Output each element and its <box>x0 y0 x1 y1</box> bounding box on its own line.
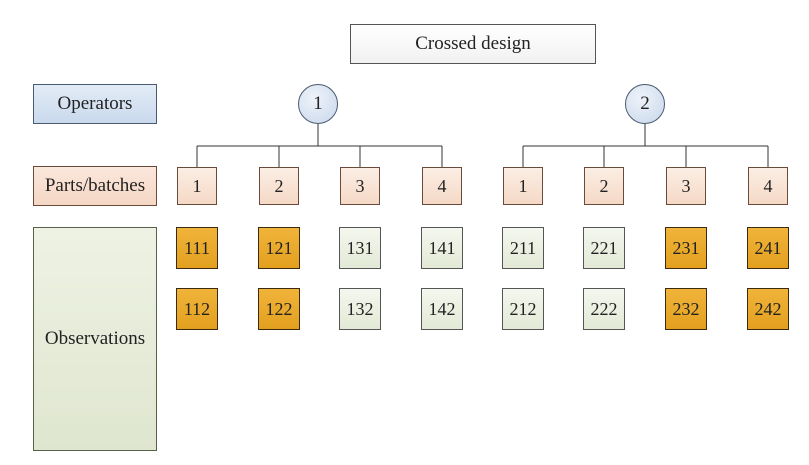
observation-cell: 141 <box>421 227 463 269</box>
observation-cell: 222 <box>583 288 625 330</box>
part-node: 1 <box>177 167 217 205</box>
observation-cell: 142 <box>421 288 463 330</box>
part-node: 1 <box>503 167 543 205</box>
part-node: 2 <box>584 167 624 205</box>
observation-cell: 232 <box>665 288 707 330</box>
part-node: 4 <box>422 167 462 205</box>
parts-label: Parts/batches <box>33 166 157 206</box>
observation-cell: 112 <box>176 288 218 330</box>
observations-label: Observations <box>33 227 157 451</box>
observation-cell: 242 <box>747 288 789 330</box>
operator-node-2: 2 <box>625 84 665 124</box>
operator-node-1: 1 <box>298 84 338 124</box>
observation-cell: 221 <box>583 227 625 269</box>
operators-label: Operators <box>33 84 157 124</box>
observation-cell: 111 <box>176 227 218 269</box>
part-node: 3 <box>340 167 380 205</box>
observation-cell: 121 <box>258 227 300 269</box>
observation-cell: 211 <box>502 227 544 269</box>
observation-cell: 131 <box>339 227 381 269</box>
part-node: 3 <box>666 167 706 205</box>
observation-cell: 122 <box>258 288 300 330</box>
part-node: 2 <box>259 167 299 205</box>
part-node: 4 <box>748 167 788 205</box>
observation-cell: 132 <box>339 288 381 330</box>
observation-cell: 231 <box>665 227 707 269</box>
observation-cell: 212 <box>502 288 544 330</box>
diagram-title: Crossed design <box>350 24 596 64</box>
observation-cell: 241 <box>747 227 789 269</box>
